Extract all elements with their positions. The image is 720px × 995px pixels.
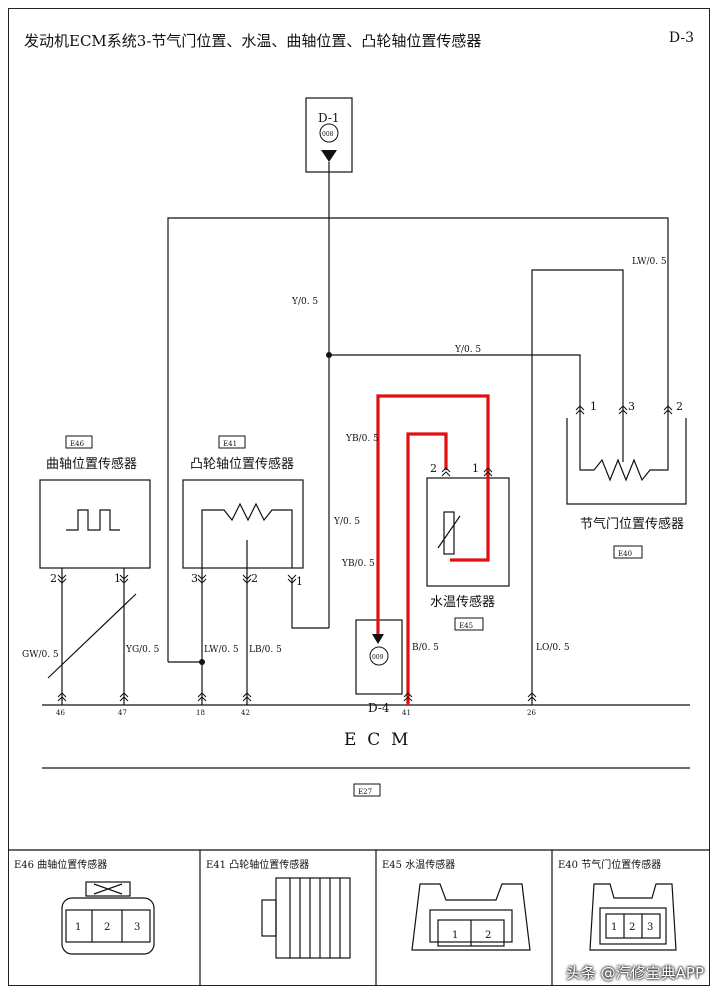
e40-pin-3: 3 <box>647 922 653 933</box>
throttle-sensor-name: 节气门位置传感器 <box>580 516 684 532</box>
footer-title-e45: E45 水温传感器 <box>382 858 455 871</box>
connector-009-icon <box>369 646 389 666</box>
wire-label-b: B/0. 5 <box>412 643 439 653</box>
crank-sensor-box <box>39 479 151 569</box>
throttle-sensor-code: E40 <box>618 550 632 558</box>
wire-label-lb: LB/0. 5 <box>249 645 282 655</box>
e40-pin-1: 1 <box>611 922 617 933</box>
link-label-d4: D-4 <box>368 701 390 715</box>
e41-connector-shape <box>275 877 351 959</box>
throttle-sensor-box <box>566 418 687 505</box>
throttle-pin3: 3 <box>628 400 635 413</box>
wire-label-lo: LO/0. 5 <box>536 643 570 653</box>
e40-connector-shape <box>589 883 677 951</box>
wire-label-gw: GW/0. 5 <box>22 650 59 660</box>
wire-label-y-top: Y/0. 5 <box>291 297 318 307</box>
throttle-pin2: 2 <box>676 400 683 413</box>
cam-resistor-icon <box>201 502 293 568</box>
wire-label-y-cam: Y/0. 5 <box>333 517 360 527</box>
wire-label-lw-cam: LW/0. 5 <box>204 645 239 655</box>
e46-latch <box>85 881 131 897</box>
ecm-code: E27 <box>358 788 372 796</box>
cam-pin2: 2 <box>251 572 258 585</box>
code-tags <box>65 435 643 797</box>
e46-pin-1: 1 <box>75 922 81 933</box>
cam-pin3: 3 <box>191 572 198 585</box>
ecm-pin-47: 47 <box>118 709 127 717</box>
crank-sensor-code: E46 <box>70 440 85 448</box>
e46-pin-2: 2 <box>104 922 110 933</box>
throttle-pin1: 1 <box>590 400 597 413</box>
e45-pin-1: 1 <box>452 930 458 941</box>
wire-label-yb-lower: YB/0. 5 <box>341 559 375 569</box>
water-sensor-name: 水温传感器 <box>430 594 495 610</box>
splice-dot <box>326 352 332 358</box>
wire-lw-throttle-bus <box>167 217 669 662</box>
ecm-pin-26: 26 <box>527 709 536 717</box>
wire-label-y-horizontal: Y/0. 5 <box>454 345 481 355</box>
d1-arrow-icon <box>321 150 337 162</box>
ecm-label: E C M <box>344 730 408 750</box>
wire-label-yb-upper: YB/0. 5 <box>345 434 379 444</box>
page-id: D-3 <box>668 30 694 46</box>
water-sensor-box <box>426 477 510 587</box>
crank-pin2: 2 <box>50 572 57 585</box>
splice-dot-lw <box>199 659 205 665</box>
wire-lo-throttle <box>531 269 624 705</box>
e46-pin-3: 3 <box>134 922 140 933</box>
e45-connector-shape <box>411 883 531 951</box>
connector-008-icon <box>319 123 339 143</box>
cam-sensor-name: 凸轮轴位置传感器 <box>190 456 294 472</box>
connector-008-label: 008 <box>322 131 334 138</box>
ecm-pin-42: 42 <box>241 709 250 717</box>
d4-arrow-icon <box>372 634 384 644</box>
thermistor-icon <box>443 511 455 555</box>
shield-line <box>47 593 137 679</box>
cam-sensor-code: E41 <box>223 440 237 448</box>
water-sensor-code: E45 <box>459 622 473 630</box>
e46-connector-shape <box>61 897 155 955</box>
thermistor-slash <box>437 515 461 549</box>
connector-009-label: 009 <box>372 654 384 661</box>
diagram-title: 发动机ECM系统3-节气门位置、水温、曲轴位置、凸轮轴位置传感器 <box>24 32 482 50</box>
footer-title-e46: E46 曲轴位置传感器 <box>14 858 107 871</box>
water-pin1: 1 <box>472 462 479 475</box>
footer-title-e41: E41 凸轮轴位置传感器 <box>206 858 309 871</box>
wire-y-horizontal <box>329 354 581 412</box>
crank-sensor-name: 曲轴位置传感器 <box>46 456 137 472</box>
throttle-resistor-icon <box>579 412 669 482</box>
footer-title-e40: E40 节气门位置传感器 <box>558 858 661 871</box>
ecm-pin-18: 18 <box>196 709 205 717</box>
diagram-frame <box>8 8 710 986</box>
highlighted-circuit <box>376 394 490 705</box>
e40-pin-2: 2 <box>629 922 635 933</box>
cam-pin1: 1 <box>296 575 303 588</box>
ecm-pin-41: 41 <box>402 709 411 717</box>
wire-label-lw-throttle: LW/0. 5 <box>632 257 667 267</box>
pin-chevrons <box>57 405 673 702</box>
crank-pin1: 1 <box>114 572 121 585</box>
wire-label-yg: YG/0. 5 <box>125 645 160 655</box>
ecm-pin-46: 46 <box>56 709 65 717</box>
wire-y-cam <box>291 578 329 629</box>
watermark: 头条 @汽修宝典APP <box>565 964 704 982</box>
e45-pin-2: 2 <box>485 930 491 941</box>
pulse-icon <box>66 509 120 531</box>
water-pin2: 2 <box>430 462 437 475</box>
cam-sensor-box <box>182 479 304 569</box>
link-label-d1: D-1 <box>318 111 340 125</box>
